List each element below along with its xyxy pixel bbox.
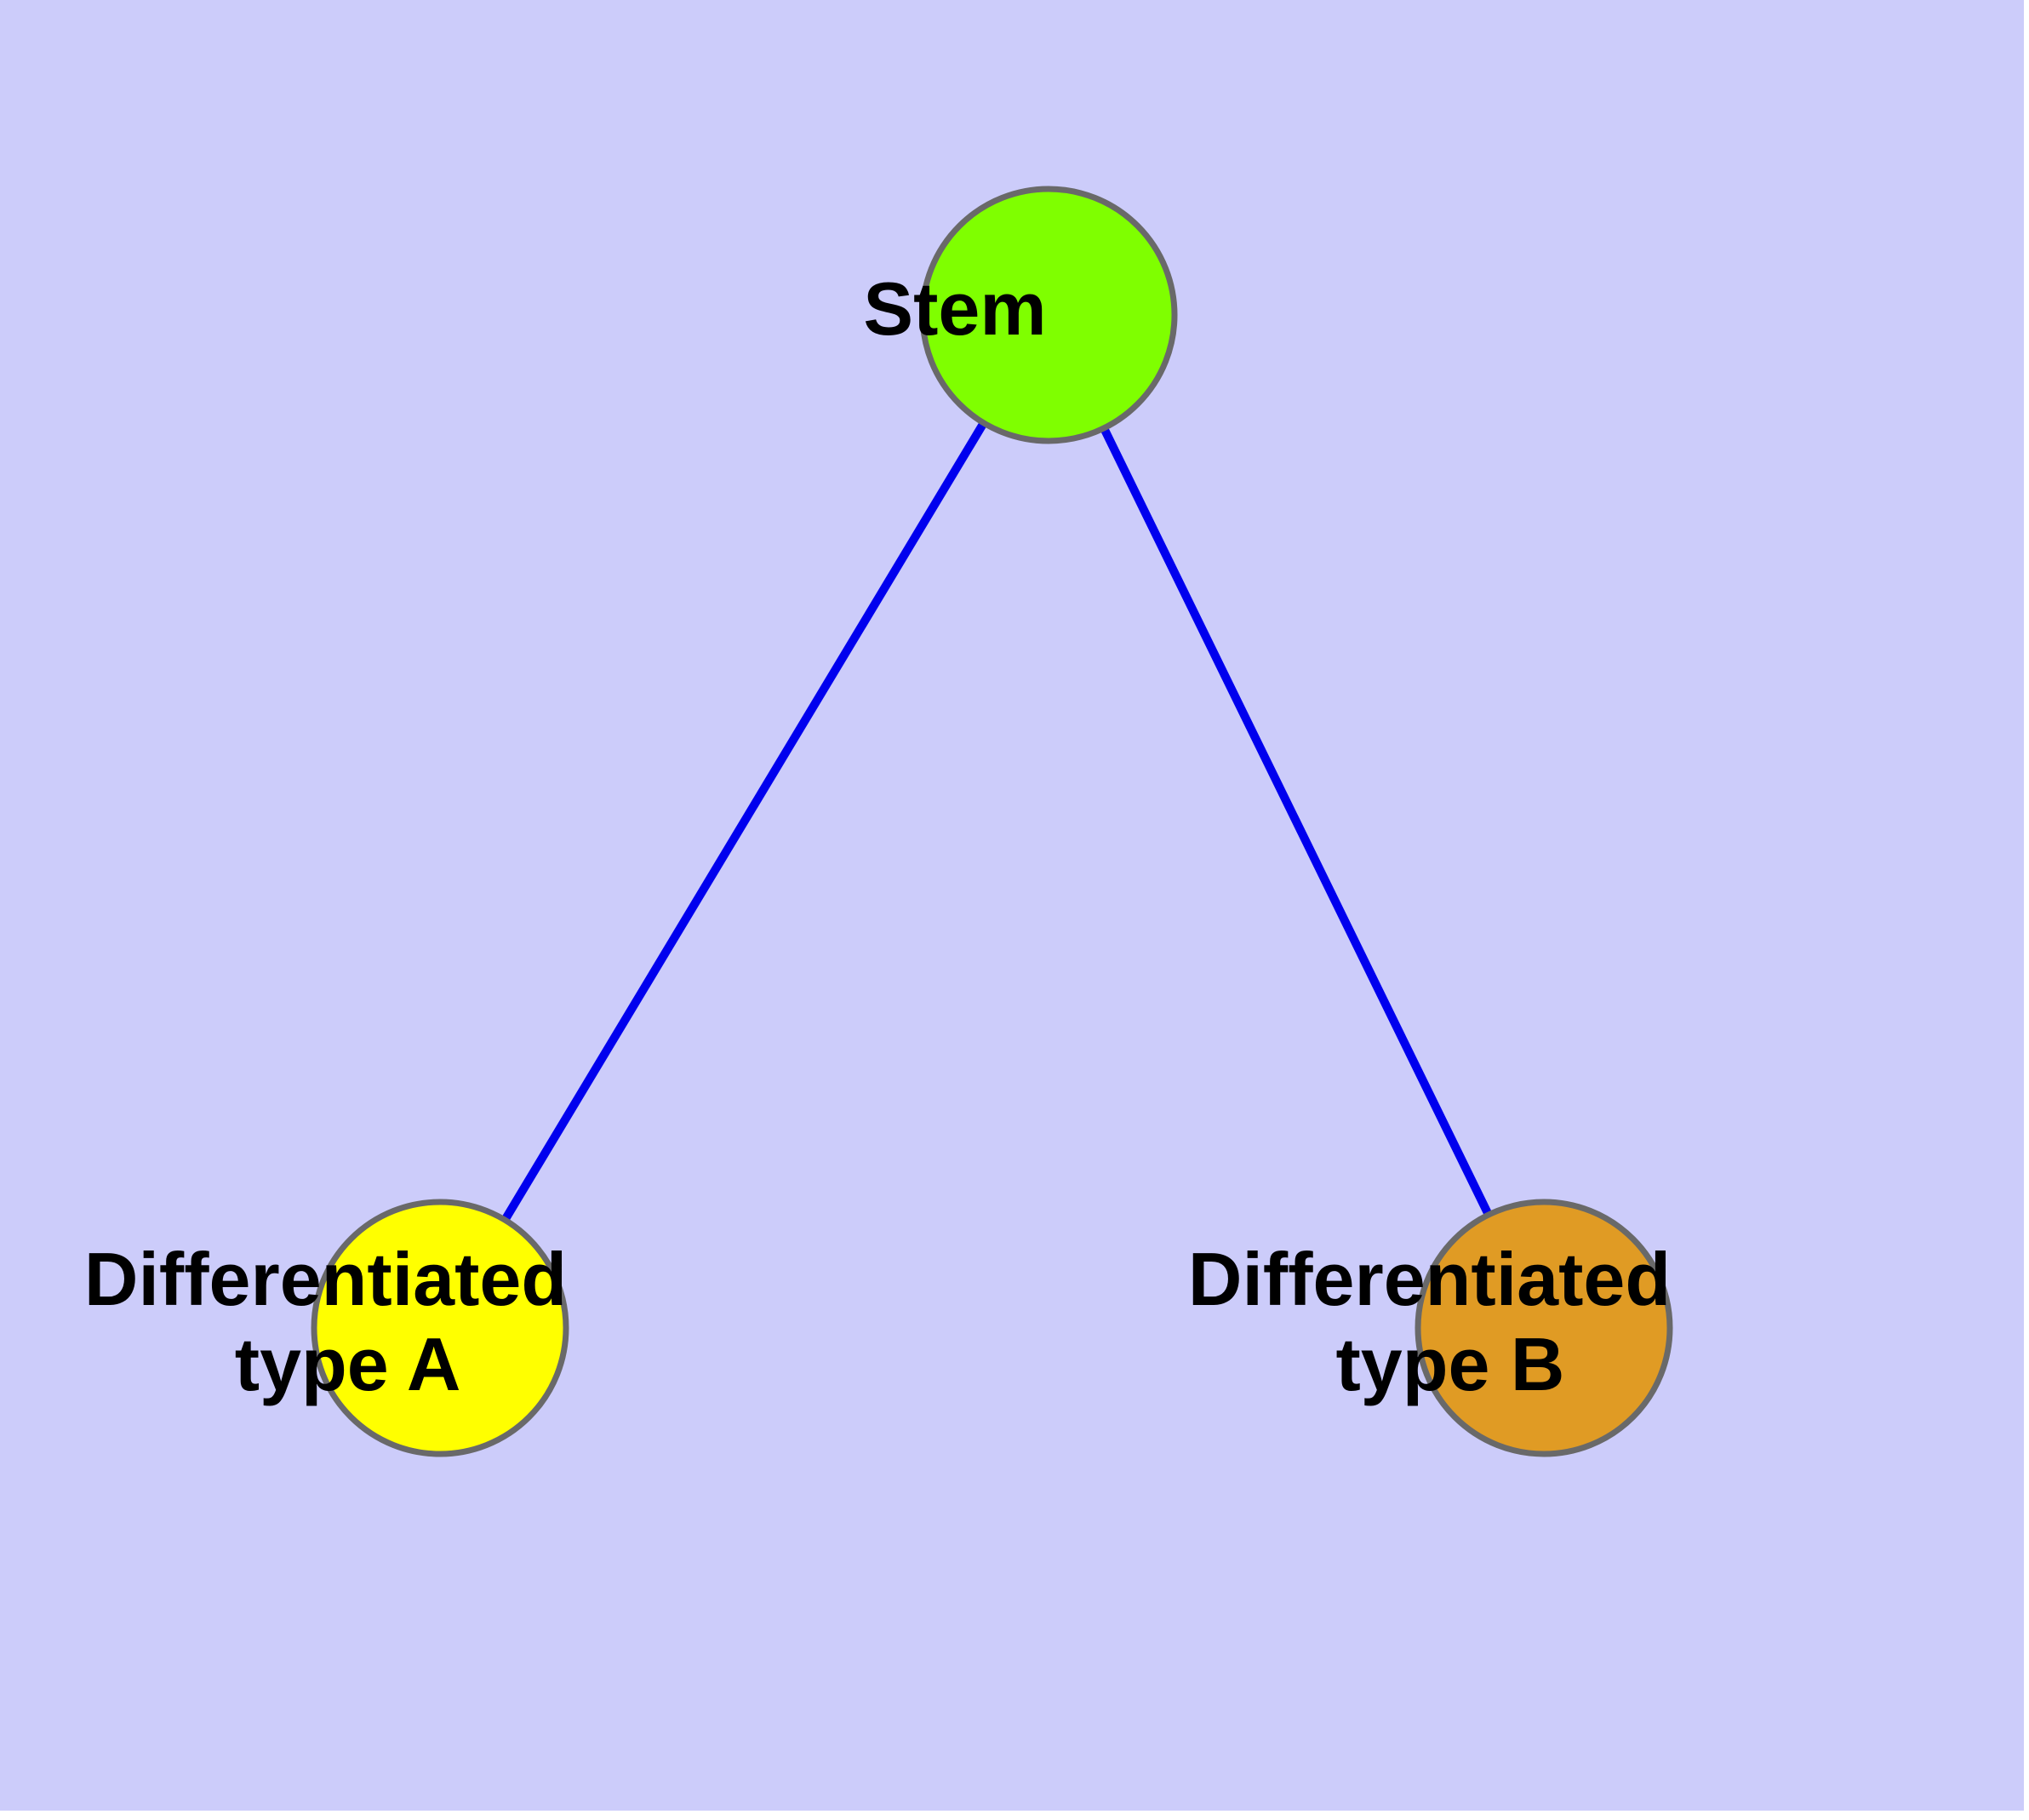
node-differentiated-type-b[interactable]: Differentiated type B: [1188, 1199, 1900, 1457]
node-differentiated-type-b-label-line2: type B: [1336, 1322, 1565, 1406]
edge-stem-to-differentiated-type-b[interactable]: [1100, 426, 1493, 1217]
node-differentiated-type-a-circle[interactable]: [311, 1199, 569, 1457]
node-differentiated-type-b-label: Differentiated type B: [1188, 1237, 1900, 1406]
node-layer: Stem Differentiated type A Differentiate…: [84, 186, 1900, 1457]
node-differentiated-type-a-label: Differentiated type A: [84, 1237, 796, 1406]
node-differentiated-type-a-label-line1: Differentiated: [84, 1237, 567, 1321]
edge-stem-to-differentiated-type-a[interactable]: [500, 421, 988, 1222]
node-stem[interactable]: Stem: [863, 186, 1233, 444]
node-differentiated-type-a[interactable]: Differentiated type A: [84, 1199, 796, 1457]
node-stem-label-line1: Stem: [863, 266, 1046, 351]
node-differentiated-type-a-label-line2: type A: [235, 1322, 460, 1406]
node-differentiated-type-b-label-line1: Differentiated: [1188, 1237, 1671, 1321]
node-differentiated-type-b-circle[interactable]: [1415, 1199, 1673, 1457]
node-stem-circle[interactable]: [919, 186, 1178, 444]
node-stem-label: Stem: [863, 266, 1233, 351]
edge-layer: [500, 421, 1493, 1222]
